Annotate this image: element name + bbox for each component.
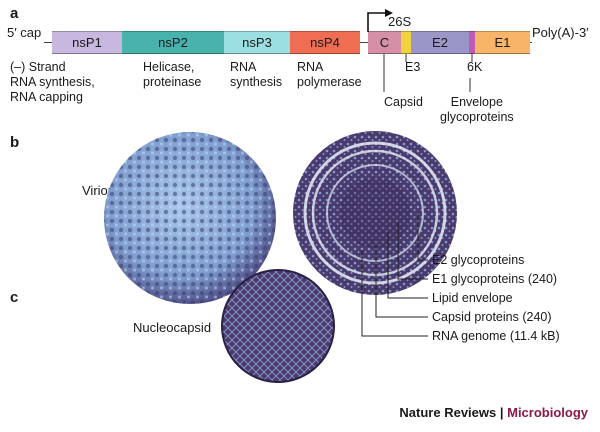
segment-e1-label: E1 (494, 35, 511, 50)
segment-e3 (401, 31, 411, 54)
nsp3-function-label: RNA synthesis (230, 60, 283, 89)
segment-nsp4: nsP4 (290, 31, 360, 54)
segment-nsp2: nsP2 (122, 31, 224, 54)
callout-lipid-envelope: Lipid envelope (432, 291, 513, 305)
sixk-label: 6K (467, 60, 483, 74)
promoter-26s-label: 26S (388, 14, 412, 29)
nucleocapsid-label: Nucleocapsid (133, 320, 212, 335)
nsp1-function-label: (–) Strand RNA synthesis, RNA capping (10, 60, 95, 104)
segment-e2: E2 (411, 31, 469, 54)
segment-6k (469, 31, 475, 54)
callout-rna-genome: RNA genome (11.4 kB) (432, 329, 560, 343)
callout-e1-glycoproteins: E1 glycoproteins (240) (432, 272, 558, 286)
nsp2-function-label: Helicase, proteinase (143, 60, 202, 89)
virion-cross-section-image (293, 131, 457, 295)
nucleocapsid-image (221, 269, 335, 383)
journal-credit: Nature Reviews | Microbiology (399, 405, 588, 420)
segment-nsp3: nsP3 (224, 31, 290, 54)
virion-label: Virion (82, 183, 116, 198)
segment-nsp1-label: nsP1 (72, 35, 102, 50)
segment-e2-label: E2 (432, 35, 448, 50)
callout-e2-glycoproteins: E2 glycoproteins (432, 253, 525, 267)
segment-nsp4-label: nsP4 (310, 35, 340, 50)
panel-a-letter: a (10, 5, 19, 22)
panel-b-letter: b (10, 134, 20, 151)
segment-nsp1: nsP1 (52, 31, 122, 54)
five-prime-cap-label: 5′ cap (7, 25, 42, 40)
promoter-26s-arrow (367, 9, 393, 32)
journal-separator: | (496, 405, 508, 420)
segment-capsid-label: C (379, 35, 390, 50)
callout-capsid-proteins: Capsid proteins (240) (432, 310, 552, 324)
genome-leader-lines (383, 54, 473, 92)
virion-surface-image (104, 132, 276, 304)
segment-nsp3-label: nsP3 (242, 35, 272, 50)
segment-nsp2-label: nsP2 (158, 35, 188, 50)
poly-a-three-prime-label: Poly(A)-3′ (532, 25, 589, 40)
segment-e1: E1 (475, 31, 530, 54)
panel-c-letter: c (10, 289, 19, 306)
journal-section: Microbiology (507, 405, 588, 420)
envelope-glycoproteins-label: Envelope glycoproteins (440, 95, 514, 124)
capsid-function-label: Capsid (384, 95, 423, 109)
nsp4-function-label: RNA polymerase (297, 60, 362, 89)
segment-capsid: C (368, 31, 401, 54)
journal-name: Nature Reviews (399, 405, 497, 420)
e3-label: E3 (405, 60, 421, 74)
